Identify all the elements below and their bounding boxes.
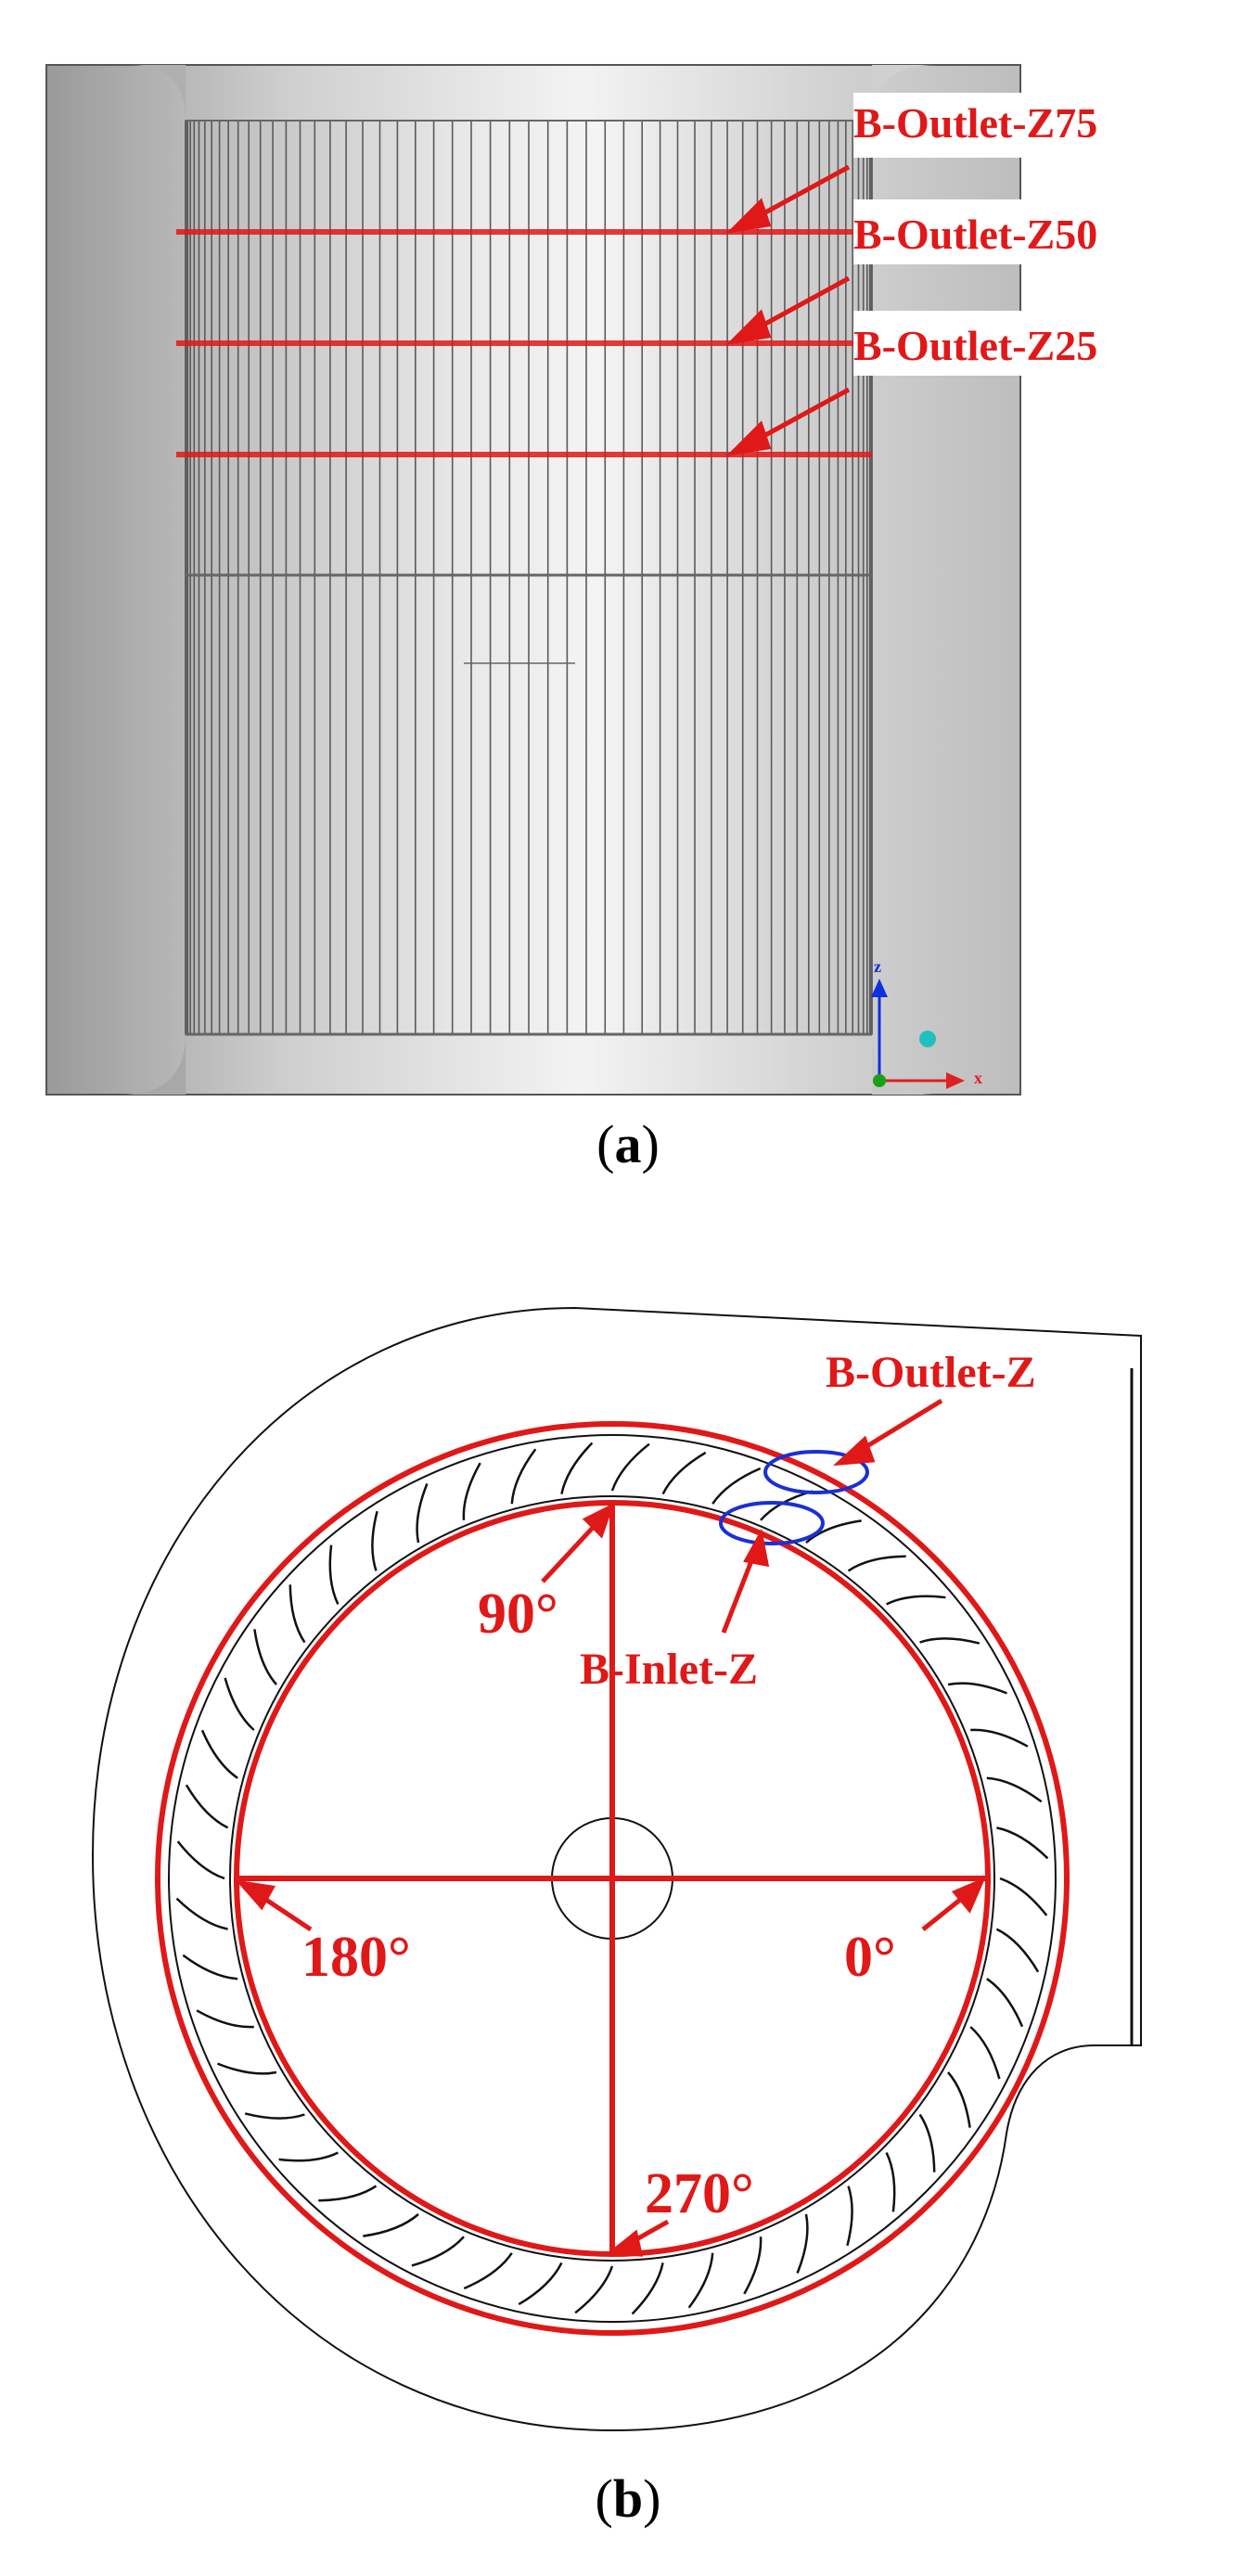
blade xyxy=(318,2185,378,2202)
arrowhead-z25 xyxy=(725,420,772,456)
arrowhead-90 xyxy=(582,1503,615,1539)
blade xyxy=(411,2236,465,2267)
label-b-inlet-z: B-Inlet-Z xyxy=(580,1645,758,1694)
blade xyxy=(996,1826,1049,1860)
blade xyxy=(970,1728,1029,1748)
blade xyxy=(846,2185,853,2247)
casing-corner-top-right xyxy=(872,65,937,121)
label-b-outlet-z50: B-Outlet-Z50 xyxy=(853,211,1097,258)
blade xyxy=(253,1629,277,1685)
blade xyxy=(919,1637,980,1645)
axis-triad: z x xyxy=(871,957,982,1089)
label-b-outlet-z25: B-Outlet-Z25 xyxy=(853,322,1097,369)
blade xyxy=(796,2213,809,2274)
arrowhead-inlet xyxy=(743,1528,770,1568)
z-axis-arrowhead xyxy=(871,979,888,997)
blade xyxy=(328,1544,340,1605)
arrowhead-270 xyxy=(606,2229,644,2257)
blade xyxy=(687,2252,714,2309)
casing-corner-top-left xyxy=(130,65,186,121)
blade xyxy=(278,2151,339,2162)
label-b-outlet-z75: B-Outlet-Z75 xyxy=(853,99,1097,147)
arrowhead-z75 xyxy=(725,198,772,234)
blade xyxy=(175,1897,228,1930)
blade xyxy=(185,1784,229,1829)
x-axis-label: x xyxy=(974,1069,982,1087)
volute-casing-outline xyxy=(91,1306,1142,2432)
blade xyxy=(986,1776,1043,1803)
blade xyxy=(200,1729,238,1779)
z-axis-label: z xyxy=(874,957,881,976)
view-sphere-icon xyxy=(919,1031,936,1047)
blade xyxy=(631,2262,664,2315)
casing-corner-bottom-left xyxy=(121,1034,186,1095)
impeller-blades xyxy=(175,1442,1049,2315)
origin-dot xyxy=(873,1074,886,1087)
inlet-probe-ellipse xyxy=(719,1501,825,1545)
blade xyxy=(217,2062,277,2075)
impeller-blade-lines xyxy=(185,121,873,1034)
angle-label-0: 0° xyxy=(844,1926,896,1989)
blade xyxy=(288,1584,306,1644)
label-bg-z50 xyxy=(853,199,1030,264)
angle-label-270: 270° xyxy=(645,2162,754,2225)
blade xyxy=(182,1954,238,1980)
arrowhead-outlet xyxy=(832,1435,876,1467)
blade xyxy=(885,2152,896,2212)
blade xyxy=(510,1448,537,1505)
blade xyxy=(986,1978,1024,2028)
blade xyxy=(918,2113,936,2172)
blade xyxy=(947,2071,971,2128)
blade xyxy=(610,1442,650,1492)
blade xyxy=(560,1442,594,1494)
x-axis-arrowhead xyxy=(946,1072,965,1089)
blade xyxy=(463,2252,513,2290)
blade xyxy=(244,2112,305,2120)
blade xyxy=(947,1682,1007,1695)
blade xyxy=(886,1595,946,1606)
blade xyxy=(999,1877,1048,1916)
label-bg-z25 xyxy=(853,311,1030,376)
outer-red-ring xyxy=(155,1421,1070,2336)
blade xyxy=(196,2009,254,2029)
impeller-side-view: B-Outlet-Z75 B-Outlet-Z50 B-Outlet-Z25 z… xyxy=(45,64,1097,1096)
blade xyxy=(995,1928,1040,1973)
caption-b-letter: b xyxy=(612,2468,644,2529)
blade xyxy=(176,1840,225,1880)
caption-b: (b) xyxy=(0,2467,1256,2530)
blade xyxy=(711,1467,762,1505)
arrowhead-180 xyxy=(235,1879,276,1911)
impeller-top-view: 90° 180° 0° 270° B-Outlet-Z B-Inlet-Z xyxy=(91,1306,1142,2432)
section-lines xyxy=(176,229,872,457)
label-b-outlet-z: B-Outlet-Z xyxy=(826,1348,1036,1397)
label-bg-z75 xyxy=(853,93,1030,158)
angle-label-180: 180° xyxy=(301,1926,411,1989)
blade xyxy=(518,2262,563,2306)
outlet-probe-ellipse xyxy=(763,1450,869,1494)
caption-b-open: ( xyxy=(595,2468,613,2529)
arrowhead-0 xyxy=(951,1877,986,1914)
blade xyxy=(847,1555,906,1572)
blade xyxy=(224,1677,255,1731)
blade xyxy=(661,1451,707,1495)
caption-b-close: ) xyxy=(643,2468,661,2529)
angle-label-90: 90° xyxy=(478,1583,558,1646)
arrowhead-z50 xyxy=(725,309,772,345)
blade xyxy=(805,1519,862,1544)
blade xyxy=(969,2026,1001,2080)
caption-a: (a) xyxy=(0,1113,1256,1175)
blade xyxy=(574,2265,614,2314)
caption-a-open: ( xyxy=(596,1114,615,1174)
blade xyxy=(416,1483,429,1544)
blade xyxy=(462,1462,481,1520)
blade xyxy=(743,2236,763,2295)
outer-black-ring xyxy=(168,1434,1057,2323)
caption-a-letter: a xyxy=(614,1114,642,1174)
blade xyxy=(363,2213,419,2237)
inner-black-ring xyxy=(229,1495,995,2262)
blade xyxy=(371,1510,378,1571)
caption-a-close: ) xyxy=(641,1114,660,1174)
